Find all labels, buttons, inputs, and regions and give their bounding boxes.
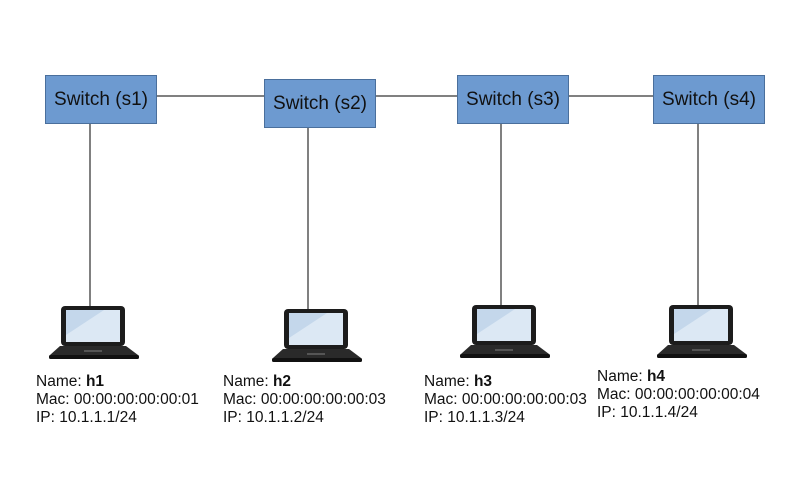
laptop-icon: [657, 305, 747, 358]
host-mac: Mac: 00:00:00:00:00:03: [223, 391, 386, 408]
host-mac: Mac: 00:00:00:00:00:01: [36, 391, 199, 408]
host-name-line: Name: h2: [223, 373, 386, 391]
host-name-prefix: Name:: [597, 368, 647, 385]
host-name-prefix: Name:: [36, 373, 86, 390]
switch-s3: Switch (s3): [457, 75, 569, 124]
host-name-prefix: Name:: [223, 373, 273, 390]
host-info-h1: Name: h1 Mac: 00:00:00:00:00:01 IP: 10.1…: [36, 373, 199, 427]
host-info-h4: Name: h4 Mac: 00:00:00:00:00:04 IP: 10.1…: [597, 368, 760, 422]
host-ip: IP: 10.1.1.1/24: [36, 409, 137, 426]
host-ip: IP: 10.1.1.4/24: [597, 404, 698, 421]
host-ip: IP: 10.1.1.3/24: [424, 409, 525, 426]
host-mac: Mac: 00:00:00:00:00:04: [597, 386, 760, 403]
laptop-icon: [49, 306, 139, 359]
host-name: h3: [473, 373, 493, 390]
host-info-h2: Name: h2 Mac: 00:00:00:00:00:03 IP: 10.1…: [223, 373, 386, 427]
host-name-line: Name: h3: [424, 373, 587, 391]
host-name: h4: [646, 368, 666, 385]
host-name: h2: [272, 373, 292, 390]
host-ip: IP: 10.1.1.2/24: [223, 409, 324, 426]
host-name: h1: [85, 373, 105, 390]
host-info-h3: Name: h3 Mac: 00:00:00:00:00:03 IP: 10.1…: [424, 373, 587, 427]
laptop-icon: [460, 305, 550, 358]
host-name-line: Name: h1: [36, 373, 199, 391]
host-name-prefix: Name:: [424, 373, 474, 390]
switch-s2: Switch (s2): [264, 79, 376, 128]
switch-s1: Switch (s1): [45, 75, 157, 124]
laptop-icon: [272, 309, 362, 362]
host-name-line: Name: h4: [597, 368, 760, 386]
host-mac: Mac: 00:00:00:00:00:03: [424, 391, 587, 408]
switch-s4: Switch (s4): [653, 75, 765, 124]
